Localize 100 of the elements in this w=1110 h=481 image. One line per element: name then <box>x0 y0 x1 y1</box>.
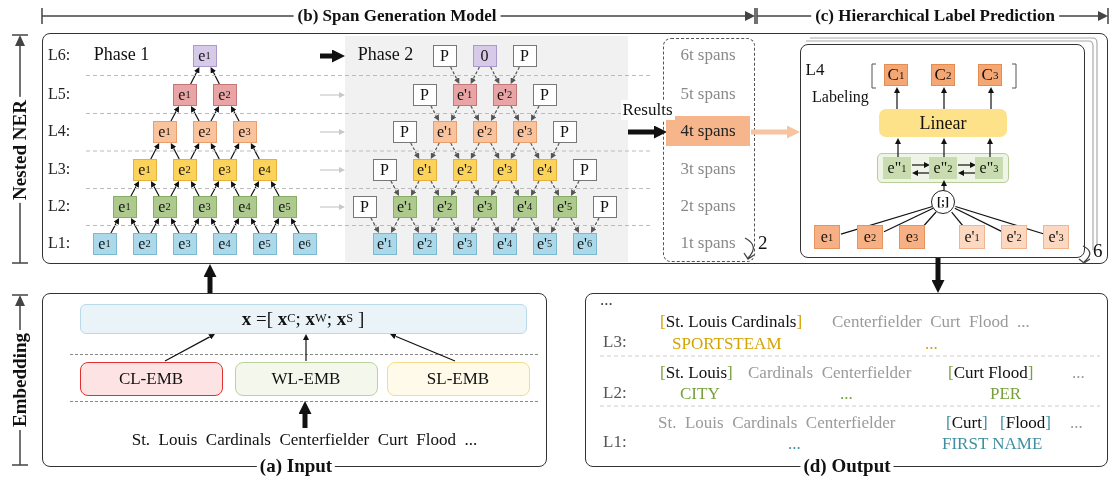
dashed-arrow <box>490 180 500 196</box>
ellipsis-text: ... <box>788 434 801 454</box>
edge-label: Results <box>620 100 675 120</box>
arrow <box>230 143 240 160</box>
token-text: Cardinals Centerfielder <box>748 363 912 383</box>
dashed-arrow <box>570 217 580 233</box>
entity-span: [Curt Flood] <box>948 363 1034 383</box>
section-title: (c) Hierarchical Label Prediction <box>811 6 1059 26</box>
arrow <box>150 181 160 197</box>
input-sentence: St. Louis Cardinals Centerfielder Curt Flood ... <box>109 427 500 452</box>
linear-layer: Linear <box>879 109 1007 137</box>
dashed-arrow <box>550 217 560 233</box>
token-text: Centerfielder Curt Flood ... <box>832 312 1030 332</box>
dashed-arrow <box>470 105 480 121</box>
bilstm-frame <box>877 153 1009 183</box>
span-node: 0 <box>472 44 497 67</box>
entity-span: [St. Louis Cardinals] <box>660 312 803 332</box>
arrow <box>130 181 140 197</box>
block-arrow <box>320 49 345 63</box>
arrow <box>164 334 215 362</box>
arrow <box>290 218 300 234</box>
dashed-arrow <box>410 180 420 196</box>
ellipsis-text: ... <box>1072 363 1085 383</box>
span-level-label: 2t spans <box>666 191 750 221</box>
dashed-frame <box>69 353 538 402</box>
arrow <box>210 67 220 85</box>
padding-node: P <box>572 158 597 181</box>
level-label: L1: <box>48 234 71 253</box>
highlighted-span-level: 4t spans <box>666 116 750 146</box>
dashed-arrow <box>470 142 480 159</box>
block-arrow <box>931 258 945 293</box>
padding-node: P <box>592 195 617 218</box>
arrow <box>270 181 280 197</box>
entity-type: FIRST NAME <box>942 434 1043 454</box>
token-text: St. Louis Cardinals Centerfielder <box>658 413 896 433</box>
arrow <box>303 334 309 362</box>
arrow <box>190 106 200 122</box>
arrow <box>190 181 200 197</box>
ellipsis-text: ... <box>1070 413 1083 433</box>
arrow <box>150 218 160 234</box>
arrow <box>895 138 901 159</box>
arrow <box>230 218 240 234</box>
arrow <box>319 167 345 173</box>
arrow <box>319 92 345 98</box>
dashed-arrow <box>450 66 460 84</box>
connector-line <box>954 207 1003 233</box>
arrow <box>958 170 977 176</box>
arrow <box>190 67 200 85</box>
dashed-arrow <box>510 142 520 159</box>
dashed-arrow <box>410 142 420 159</box>
level-label: L1: <box>603 432 627 452</box>
arrow <box>190 218 200 234</box>
dashed-arrow <box>450 105 460 121</box>
padding-node: P <box>432 44 457 67</box>
arrow <box>941 138 947 159</box>
arrow <box>170 106 180 122</box>
dashed-arrow <box>410 217 420 233</box>
arrow <box>250 143 260 160</box>
connector-line <box>923 211 937 227</box>
arrow <box>190 143 200 160</box>
arrow <box>170 143 180 160</box>
arrow <box>210 218 220 234</box>
entity-type: SPORTSTEAM <box>672 334 782 354</box>
block-arrow <box>203 264 217 293</box>
arrow <box>987 138 993 159</box>
dashed-arrow <box>450 180 460 196</box>
level-label: L3: <box>48 160 71 179</box>
arrow <box>170 181 180 197</box>
ellipsis-text: ... <box>925 334 938 354</box>
padding-node: P <box>532 83 557 106</box>
arrow <box>150 143 160 160</box>
dashed-arrow <box>450 217 460 233</box>
span-level-label: 1t spans <box>666 228 750 258</box>
dashed-arrow <box>510 180 520 196</box>
padding-node: P <box>412 83 437 106</box>
arrow <box>941 87 947 111</box>
arrow <box>130 218 140 234</box>
ellipsis-text: ... <box>600 290 613 310</box>
arrow <box>230 181 240 197</box>
arrow <box>270 218 280 234</box>
dashed-arrow <box>510 105 520 121</box>
level-label: L5: <box>48 85 71 104</box>
arrow <box>912 170 931 176</box>
dashed-arrow <box>450 142 460 159</box>
arrow <box>390 333 456 362</box>
dashed-arrow <box>370 217 380 233</box>
arrow <box>319 129 345 135</box>
arrow <box>250 218 260 234</box>
padding-node: P <box>552 120 577 143</box>
concat-circle: [;] <box>931 190 955 214</box>
span-level-label: 6t spans <box>666 40 750 70</box>
dashed-arrow <box>490 105 500 121</box>
connector-line <box>954 205 1045 235</box>
padding-node: P <box>512 44 537 67</box>
model-panel <box>42 33 1108 264</box>
arrow <box>210 181 220 197</box>
entity-type: CITY <box>680 384 720 404</box>
connector-line <box>840 205 934 235</box>
arrow <box>319 204 345 210</box>
repeat-count: 6 <box>1093 240 1103 262</box>
